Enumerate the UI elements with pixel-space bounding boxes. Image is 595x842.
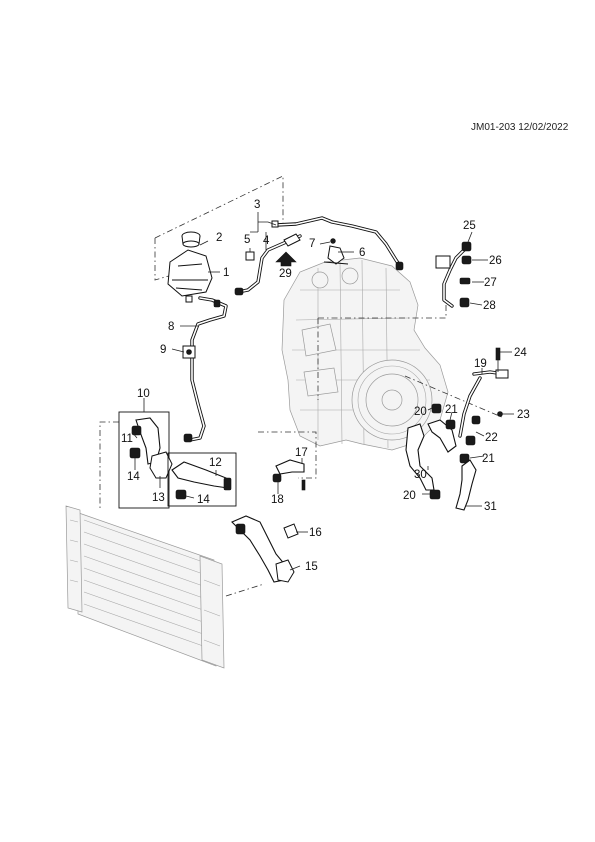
callout-25: 25 (463, 220, 476, 232)
callout-3: 3 (254, 199, 260, 211)
thermostat-housing-inset (118, 411, 173, 509)
callout-23: 23 (517, 409, 530, 421)
callout-11: 11 (121, 433, 133, 445)
bracket-bolt (330, 238, 336, 244)
callout-2: 2 (216, 232, 222, 244)
callout-15: 15 (305, 561, 318, 573)
hose-clip (182, 345, 196, 359)
callout-1: 1 (223, 267, 229, 279)
callout-27: 27 (484, 277, 497, 289)
callout-16: 16 (309, 527, 322, 539)
leader-lines (131, 212, 514, 571)
bleed-valve-fitting (245, 248, 255, 261)
callout-24: 24 (514, 347, 527, 359)
degas-hose (435, 241, 472, 308)
callout-9: 9 (160, 344, 166, 356)
callout-17: 17 (295, 447, 308, 459)
bypass-hose (275, 459, 305, 475)
heater-return-hose (429, 459, 477, 511)
sensor-bolt (495, 347, 501, 372)
callout-20-top: 20 (414, 406, 427, 418)
callout-7: 7 (309, 238, 315, 250)
water-outlet-inset (167, 452, 237, 507)
callout-labels: 1 2 3 4 5 6 7 8 9 10 11 12 13 14 14 15 1… (121, 199, 530, 573)
callout-14-right: 14 (197, 494, 210, 506)
callout-26: 26 (489, 255, 502, 267)
callout-12: 12 (209, 457, 222, 469)
tank-outlet-hose (183, 296, 228, 443)
callout-21-bottom: 21 (482, 453, 495, 465)
callout-13: 13 (152, 492, 165, 504)
hose-connector (283, 523, 299, 539)
drawing-reference: JM01-203 12/02/2022 (471, 122, 569, 133)
callout-21-top: 21 (445, 404, 458, 416)
callout-29: 29 (279, 268, 292, 280)
pipe-bolt (497, 411, 503, 417)
radiator-ghost (65, 505, 225, 669)
callout-20-bottom: 20 (403, 490, 416, 502)
callout-31: 31 (484, 501, 497, 513)
bleed-pipe (234, 216, 404, 296)
flow-direction-arrow (275, 251, 297, 267)
reference-lines (99, 175, 505, 597)
expansion-tank-cap (181, 231, 201, 248)
callout-8: 8 (168, 321, 174, 333)
callout-6: 6 (359, 247, 365, 259)
engine-block-ghost (281, 257, 449, 451)
callout-28: 28 (483, 300, 496, 312)
callout-19: 19 (474, 358, 487, 370)
callout-14-left: 14 (127, 471, 140, 483)
callout-5: 5 (244, 234, 250, 246)
coolant-pipe (458, 369, 509, 438)
mounting-bracket (323, 245, 349, 265)
callout-22: 22 (485, 432, 498, 444)
callout-10: 10 (137, 388, 150, 400)
expansion-tank (167, 249, 213, 303)
callout-18: 18 (271, 494, 284, 506)
callout-4: 4 (263, 235, 270, 247)
heater-hose (405, 403, 481, 491)
callout-30: 30 (414, 469, 427, 481)
radiator-lower-hose (231, 515, 295, 583)
hose-bolt (272, 473, 306, 491)
